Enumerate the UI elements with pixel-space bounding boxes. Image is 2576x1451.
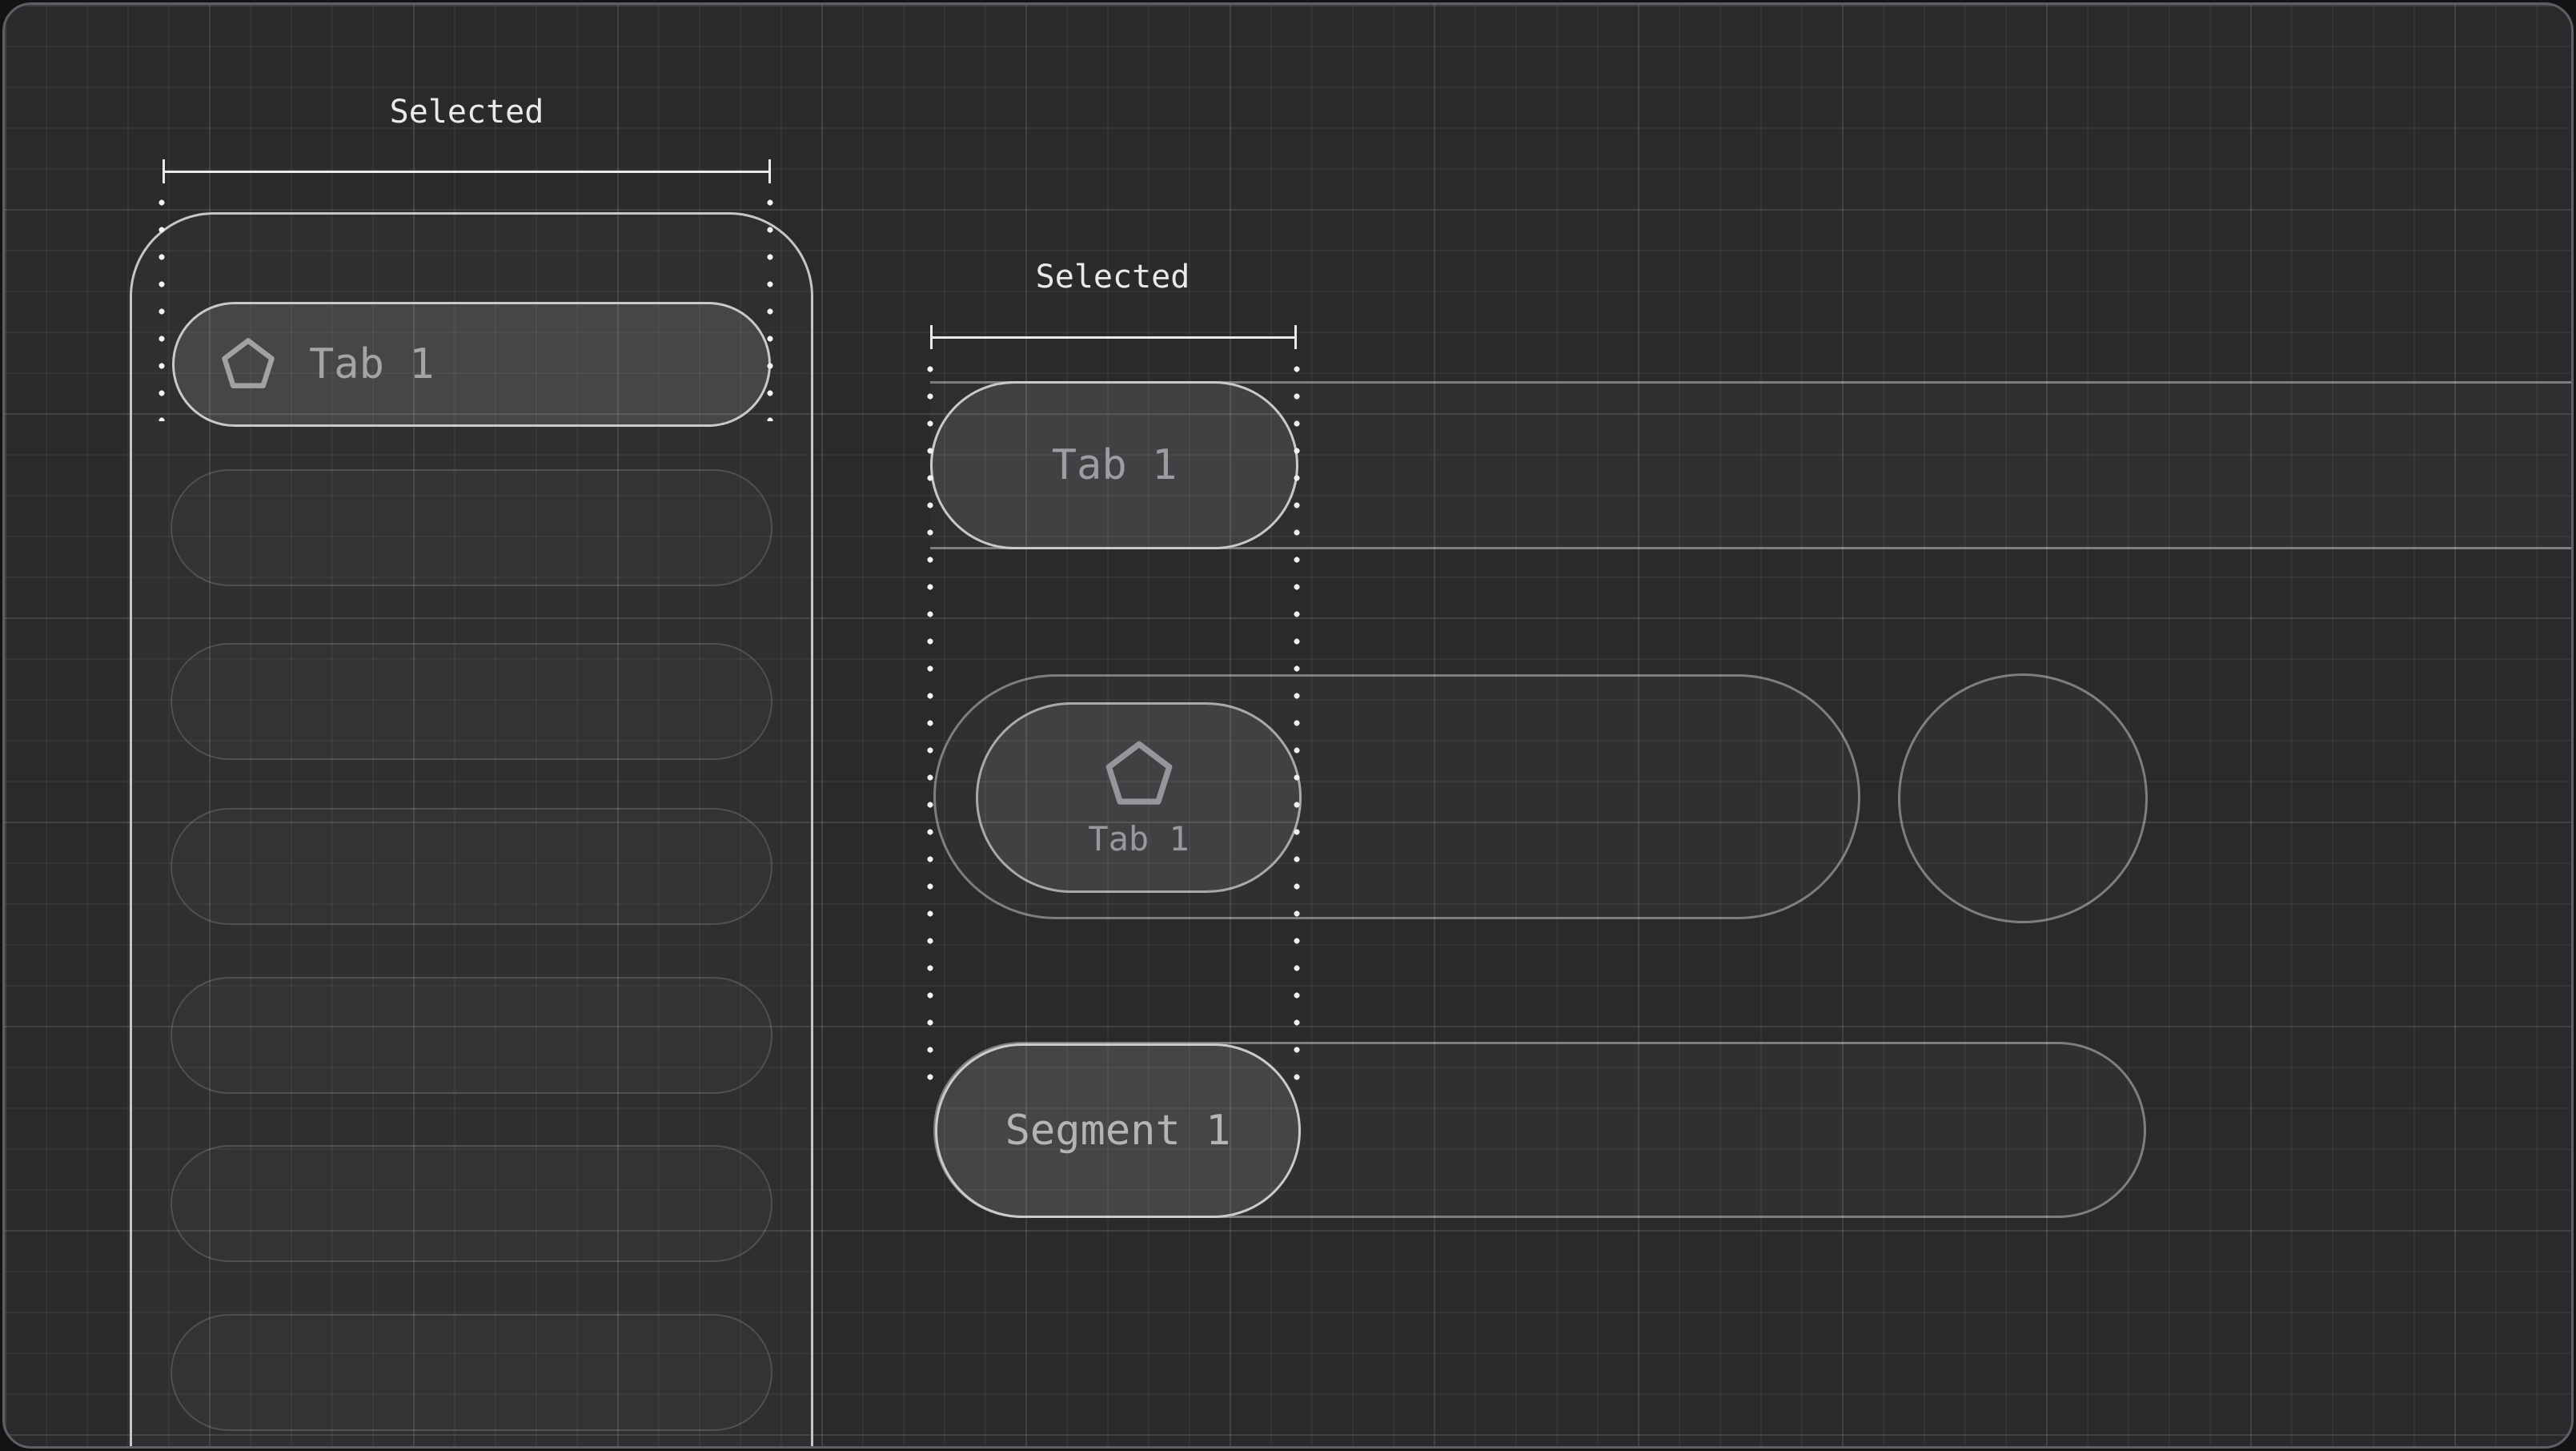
tabbar-dotted-guide-right xyxy=(1294,356,1300,1099)
segmented-control: Segment 1 xyxy=(933,1042,2146,1218)
icon-tab-selected[interactable]: Tab 1 xyxy=(976,702,1302,893)
pentagon-icon xyxy=(222,338,275,388)
tabbar-dotted-guide-left xyxy=(927,356,933,1099)
icon-tab-bar: Tab 1 xyxy=(933,674,1860,919)
sidebar-tab-placeholder[interactable] xyxy=(171,977,772,1094)
tab-label: Tab 1 xyxy=(1051,441,1178,489)
sidebar-dimension-line xyxy=(163,159,771,183)
sidebar-tab-placeholder[interactable] xyxy=(171,643,772,760)
sidebar-tab-selected[interactable]: Tab 1 xyxy=(172,302,771,427)
sidebar-selected-annotation: Selected xyxy=(389,94,544,131)
sidebar-tab-label: Tab 1 xyxy=(309,340,435,388)
sidebar: Tab 1 xyxy=(130,212,813,1446)
segment-label: Segment 1 xyxy=(1005,1107,1231,1155)
tabbar-dimension-line xyxy=(930,325,1297,349)
avatar-circle[interactable] xyxy=(1898,673,2148,923)
icon-tab-label: Tab 1 xyxy=(1088,818,1190,858)
sidebar-tab-placeholder[interactable] xyxy=(171,1145,772,1262)
tab-bar xyxy=(930,381,2571,549)
sidebar-tab-placeholder[interactable] xyxy=(171,469,772,586)
pentagon-icon xyxy=(1105,741,1172,805)
sidebar-tab-placeholder[interactable] xyxy=(171,1314,772,1431)
sidebar-dotted-guide-left xyxy=(158,189,165,421)
tab-selected[interactable]: Tab 1 xyxy=(930,381,1298,549)
segment-selected[interactable]: Segment 1 xyxy=(935,1043,1301,1218)
sidebar-dotted-guide-right xyxy=(767,189,773,421)
tabbar-selected-annotation: Selected xyxy=(1035,259,1190,295)
sidebar-tab-placeholder[interactable] xyxy=(171,808,772,925)
